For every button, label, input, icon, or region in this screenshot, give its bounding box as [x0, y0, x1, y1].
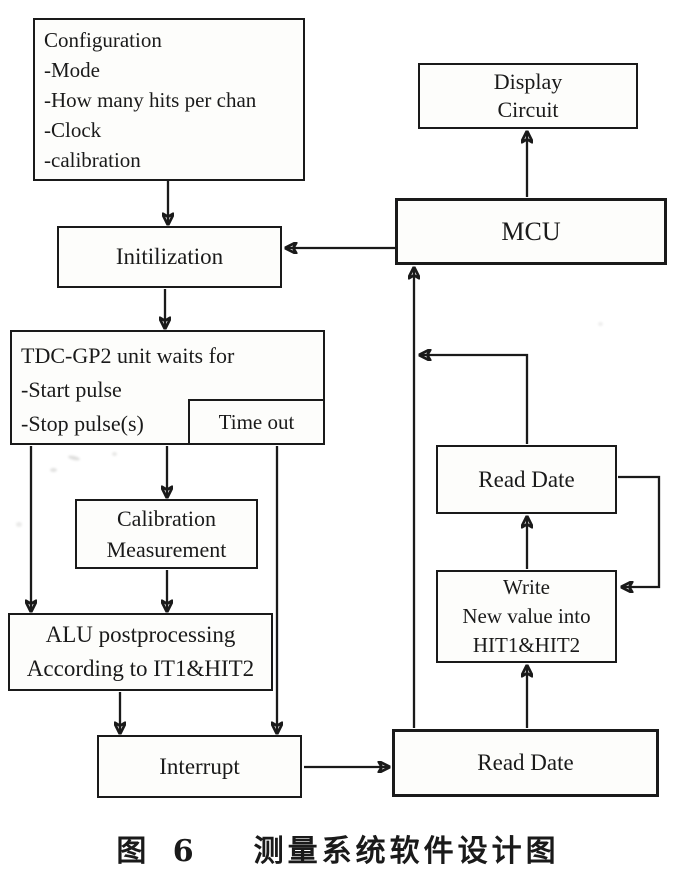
node-configuration: Configuration -Mode -How many hits per c… — [33, 18, 305, 181]
node-read-date-upper-label: Read Date — [478, 466, 575, 492]
node-configuration-line: Configuration — [44, 28, 162, 52]
node-mcu-label: MCU — [501, 216, 561, 246]
node-calibration-measurement-line: Measurement — [106, 537, 227, 562]
node-time-out-label: Time out — [218, 409, 295, 434]
node-write-new-value-line: New value into — [462, 604, 591, 628]
node-write-new-value-line: HIT1&HIT2 — [472, 633, 581, 657]
node-display-circuit: Display Circuit — [418, 63, 638, 129]
edge-readupper-to-mcu-line — [420, 355, 529, 444]
node-tdc-gp2-line: -Stop pulse(s) — [21, 411, 144, 436]
node-display-circuit-line: Display — [493, 69, 563, 94]
node-configuration-line: -Clock — [44, 118, 102, 142]
node-read-date-lower-label: Read Date — [477, 750, 574, 775]
scan-speck — [50, 468, 57, 472]
scan-speck — [598, 322, 603, 326]
node-read-date-lower: Read Date — [392, 729, 659, 797]
node-calibration-measurement-line: Calibration — [117, 506, 216, 531]
figure-caption-title: 测量系统软件设计图 — [253, 834, 560, 869]
node-tdc-gp2-line: -Start pulse — [21, 377, 122, 402]
node-alu-postprocessing-line: ALU postprocessing — [45, 622, 236, 647]
node-interrupt: Interrupt — [97, 735, 302, 798]
node-configuration-line: -calibration — [44, 148, 141, 172]
node-tdc-gp2-line: TDC-GP2 unit waits for — [21, 343, 235, 368]
node-configuration-line: -Mode — [44, 58, 100, 82]
node-write-new-value: Write New value into HIT1&HIT2 — [436, 570, 617, 663]
scan-speck — [16, 522, 22, 527]
node-interrupt-label: Interrupt — [159, 753, 240, 779]
node-display-circuit-line: Circuit — [497, 97, 559, 122]
node-tdc-gp2: TDC-GP2 unit waits for -Start pulse -Sto… — [10, 330, 325, 445]
figure-caption-number: 图 6 — [116, 834, 202, 869]
edge-readupper-to-write-loop — [618, 475, 661, 587]
node-time-out: Time out — [188, 399, 325, 445]
node-configuration-line: -How many hits per chan — [44, 88, 257, 112]
node-write-new-value-line: Write — [503, 575, 550, 599]
node-mcu: MCU — [395, 198, 667, 265]
node-alu-postprocessing: ALU postprocessing According to IT1&HIT2 — [8, 613, 273, 691]
scan-speck — [112, 452, 117, 456]
figure-caption: 图 6 测量系统软件设计图 — [0, 826, 676, 870]
node-initialization-label: Initilization — [115, 244, 224, 269]
node-read-date-upper: Read Date — [436, 445, 617, 514]
node-alu-postprocessing-line: According to IT1&HIT2 — [26, 656, 255, 681]
node-calibration-measurement: Calibration Measurement — [75, 499, 258, 569]
node-initialization: Initilization — [57, 226, 282, 288]
